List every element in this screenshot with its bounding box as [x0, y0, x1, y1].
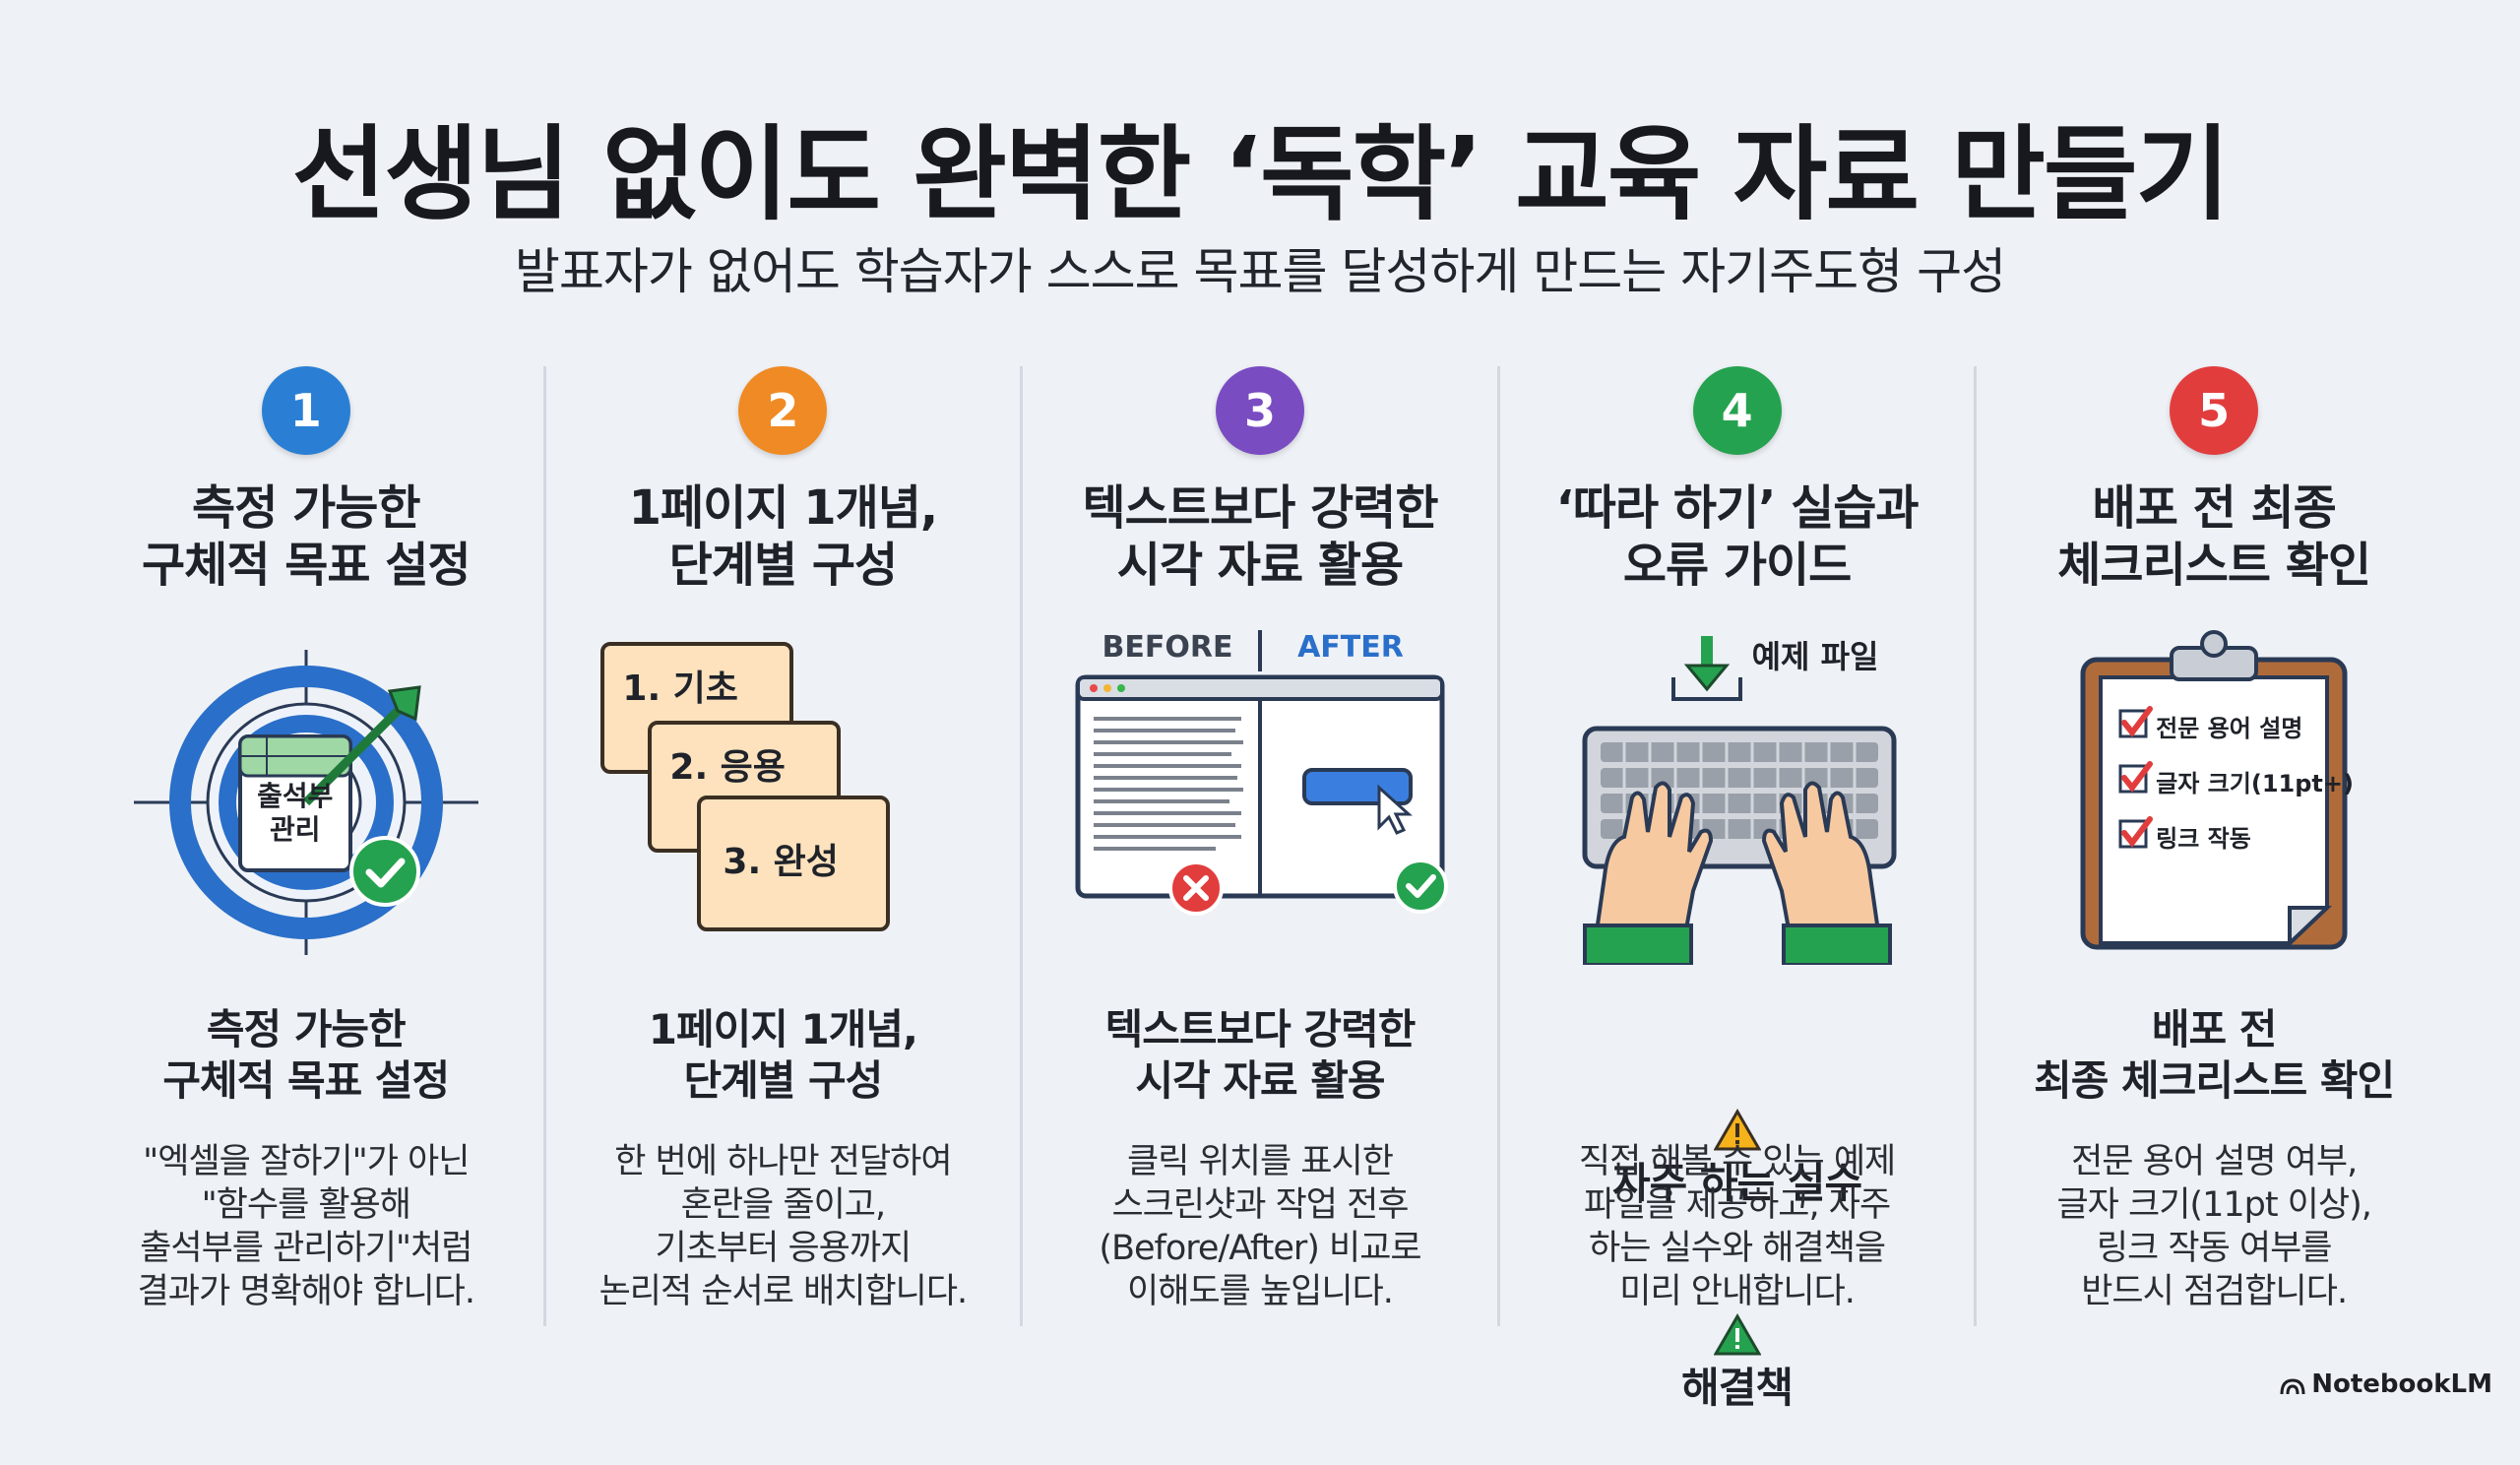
card-label: 3. 완성: [723, 842, 839, 882]
solutions-label: 해결책: [1681, 1364, 1794, 1412]
warning-line-mistakes: 자주 하는 실수: [1500, 1055, 1975, 1209]
step-number-badge: 4: [1692, 366, 1782, 455]
target-icon: [133, 650, 478, 955]
warning-icon: [1713, 1313, 1761, 1356]
step-description: 한 번에 하나만 전달하여 혼란을 줄이고, 기초부터 응용까지 논리적 순서로…: [598, 1142, 969, 1311]
step-heading: 텍스트보다 강력한 시각 자료 활용: [1082, 480, 1438, 593]
step-3: 3 텍스트보다 강력한 시각 자료 활용 BEFORE AFTER: [1020, 366, 1497, 1326]
step-description: 클릭 위치를 표시한 스크린샷과 작업 전후 (Before/After) 비교…: [1099, 1142, 1421, 1311]
step-heading: 측정 가능한 구체적 목표 설정: [142, 480, 472, 593]
before-after-illustration: BEFORE AFTER: [1048, 630, 1472, 965]
step-number-badge: 5: [2170, 366, 2259, 455]
step-subheading: 1페이지 1개념, 단계별 구성: [648, 1005, 918, 1105]
step-heading: 1페이지 1개념, 단계별 구성: [628, 480, 939, 593]
brand-name: NotebookLM: [2311, 1369, 2492, 1399]
page-title: 선생님 없이도 완벽한 ‘독학’ 교육 자료 만들기: [291, 114, 2231, 234]
step-4: 4 ‘따라 하기’ 실습과 오류 가이드 예제 파일: [1496, 366, 1975, 1412]
step-subheading: 자주 하는 실수 해결책: [1500, 1004, 1975, 1465]
keyboard-practice-illustration: 예제 파일: [1526, 630, 1949, 967]
step-5: 5 배포 전 최종 체크리스트 확인 전문 용어 설명 글자 크기(11: [1974, 366, 2451, 1326]
step-number-badge: 1: [261, 366, 350, 455]
step-subheading: 배포 전 최종 체크리스트 확인: [2034, 1005, 2395, 1105]
checklist-item: 링크 작동: [2156, 825, 2251, 853]
screenshot-compare-icon: [1075, 630, 1448, 916]
step-number-badge: 3: [1215, 366, 1304, 455]
step-2: 2 1페이지 1개념, 단계별 구성 1. 기초 2. 응용 3. 완성 1페이…: [542, 366, 1021, 1326]
step-heading: ‘따라 하기’ 실습과 오류 가이드: [1555, 480, 1920, 593]
checkbox-icons: [2118, 706, 2154, 849]
warning-icon: [1713, 1109, 1761, 1151]
step-description: 전문 용어 설명 여부, 글자 크기(11pt 이상), 링크 작동 여부를 반…: [2056, 1142, 2371, 1311]
brand-logo: NotebookLM: [2280, 1369, 2492, 1399]
step-1: 1 측정 가능한 구체적 목표 설정 출석부 관리 측정 가능한 구체적: [69, 366, 543, 1326]
clipboard-icon: [2080, 630, 2348, 950]
step-description: 직접 해볼 수 있는 예제 파일을 제공하고, 자주 하는 실수와 해결책을 미…: [1578, 1142, 1896, 1311]
after-label: AFTER: [1297, 630, 1404, 665]
keyboard-hands-icon: [1582, 636, 1897, 967]
step-description: "엑셀을 잘하기"가 아닌 "함수를 활용해 출석부를 관리하기"처럼 결과가 …: [137, 1142, 475, 1311]
checklist-item: 글자 크기(11pt+): [2156, 770, 2354, 797]
steps-container: 1 측정 가능한 구체적 목표 설정 출석부 관리 측정 가능한 구체적: [69, 366, 2451, 1412]
notebooklm-icon: [2280, 1378, 2305, 1395]
before-label: BEFORE: [1102, 630, 1233, 665]
card-label: 1. 기초: [622, 669, 738, 709]
mistakes-label: 자주 하는 실수: [1612, 1159, 1862, 1207]
download-icon: [1670, 636, 1742, 701]
stacked-cards-illustration: 1. 기초 2. 응용 3. 완성: [571, 630, 994, 965]
card-label: 2. 응용: [669, 747, 786, 788]
step-subheading: 텍스트보다 강력한 시각 자료 활용: [1104, 1005, 1417, 1105]
target-label: 출석부 관리: [257, 780, 334, 846]
card-complete: 3. 완성: [697, 796, 891, 931]
step-number-badge: 2: [738, 366, 828, 455]
example-file-label: 예제 파일: [1751, 638, 1879, 675]
target-illustration: 출석부 관리: [94, 630, 518, 965]
step-subheading: 측정 가능한 구체적 목표 설정: [162, 1005, 450, 1105]
warning-line-solutions: 해결책: [1500, 1260, 1975, 1414]
page-subtitle: 발표자가 없어도 학습자가 스스로 목표를 달성하게 만드는 자기주도형 구성: [514, 243, 2006, 300]
clipboard-illustration: 전문 용어 설명 글자 크기(11pt+) 링크 작동: [2002, 630, 2426, 965]
step-heading: 배포 전 최종 체크리스트 확인: [2057, 480, 2371, 593]
checklist-item: 전문 용어 설명: [2156, 715, 2303, 742]
